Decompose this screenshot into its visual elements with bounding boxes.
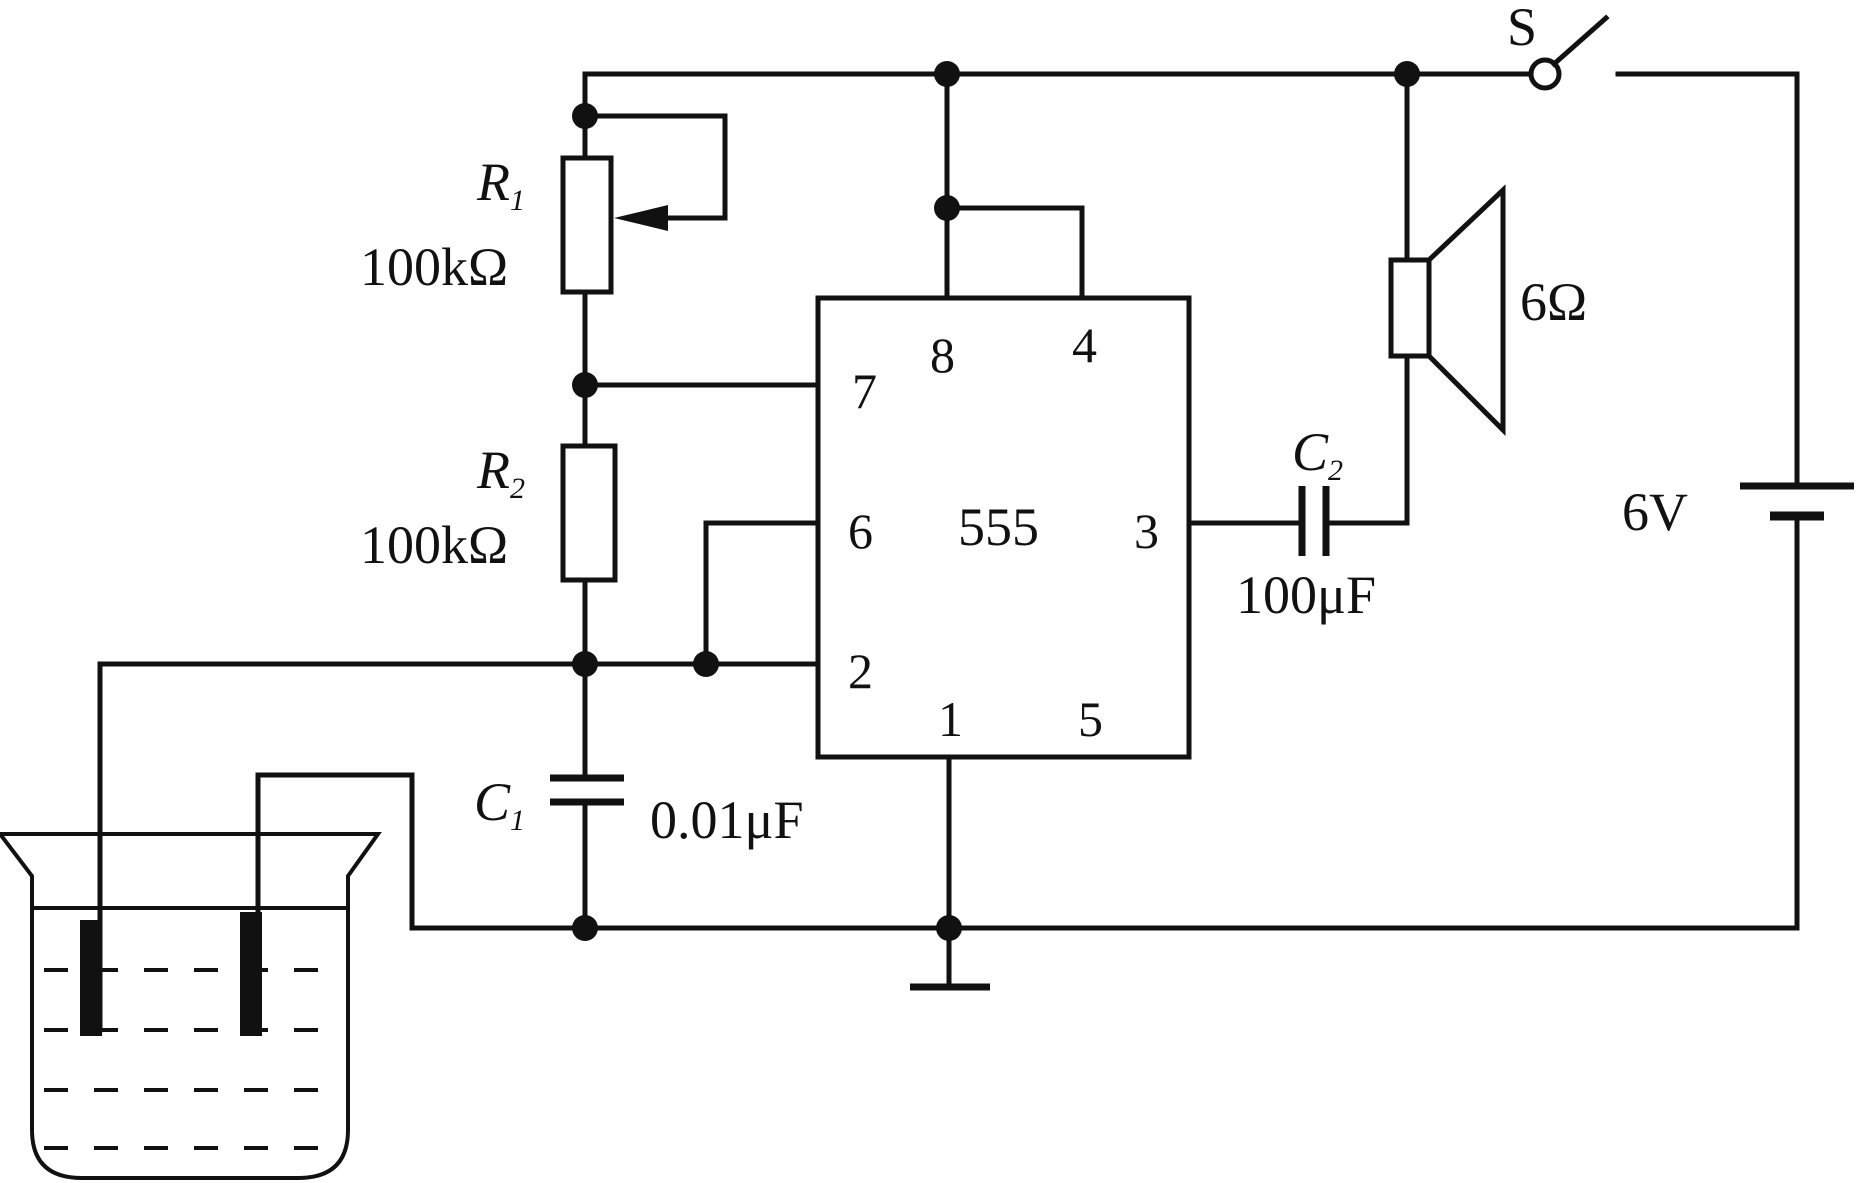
speaker-value: 6Ω [1520, 272, 1587, 332]
junction-dot [693, 651, 719, 677]
pin-2-label: 2 [848, 643, 873, 699]
switch-s-contact [1528, 57, 1562, 91]
electrode-right [240, 912, 262, 1036]
speaker: 6Ω [1388, 184, 1587, 437]
pin-5-label: 5 [1078, 691, 1103, 747]
battery: 6V [1622, 482, 1854, 542]
junction-dot [934, 195, 960, 221]
junction-dot [572, 915, 598, 941]
resistor-r1-value: 100kΩ [360, 237, 508, 297]
beaker-outline [0, 832, 382, 1180]
junction-dot [936, 915, 962, 941]
capacitor-c2: C2 100μF [1236, 422, 1376, 625]
pin-4-label: 4 [1072, 317, 1097, 373]
capacitor-c1-name: C1 [474, 772, 525, 837]
resistor-r1-wiper-arrow [614, 205, 668, 231]
wire-battery-to-ground [255, 513, 1800, 931]
wire-pin6 [703, 520, 821, 667]
junction-dot [572, 651, 598, 677]
resistor-r2-value: 100kΩ [360, 515, 508, 575]
resistor-r2: R2 100kΩ [360, 440, 618, 583]
capacitor-c1: C1 0.01μF [474, 772, 803, 850]
wire-c2-to-speaker [1325, 353, 1410, 526]
pin-7-label: 7 [852, 363, 877, 419]
resistor-r1-name: R1 [476, 152, 525, 217]
speaker-cone [1425, 184, 1506, 437]
chip-555-body [815, 295, 1192, 760]
junction-dot [572, 103, 598, 129]
pin-8-label: 8 [930, 327, 955, 383]
capacitor-c2-name: C2 [1292, 422, 1343, 487]
junction-dot [572, 372, 598, 398]
junction-dot [1394, 61, 1420, 87]
resistor-r2-name: R2 [476, 440, 525, 505]
beaker [0, 832, 382, 1180]
speaker-magnet [1388, 257, 1432, 359]
resistor-r2-body [560, 443, 618, 583]
electrode-left [80, 920, 102, 1036]
wire-switch-to-battery [1615, 71, 1800, 489]
chip-555-label: 555 [958, 497, 1039, 557]
switch-s-lever [1550, 14, 1610, 68]
junctions [572, 61, 1420, 941]
switch-s: S [1507, 0, 1610, 91]
battery-value: 6V [1622, 482, 1688, 542]
wire-r1-adjust-loop [582, 113, 728, 221]
resistor-r1: R1 100kΩ [360, 152, 668, 297]
wire-pin4 [944, 205, 1085, 301]
pin-3-label: 3 [1134, 503, 1159, 559]
pin-6-label: 6 [848, 503, 873, 559]
junction-dot [934, 61, 960, 87]
switch-s-label: S [1507, 0, 1537, 57]
pin-1-label: 1 [938, 691, 963, 747]
chip-555: 555 8 4 7 6 2 3 1 5 [815, 295, 1192, 760]
capacitor-c1-value: 0.01μF [650, 790, 803, 850]
capacitor-c2-value: 100μF [1236, 565, 1376, 625]
resistor-r1-body [560, 155, 614, 295]
